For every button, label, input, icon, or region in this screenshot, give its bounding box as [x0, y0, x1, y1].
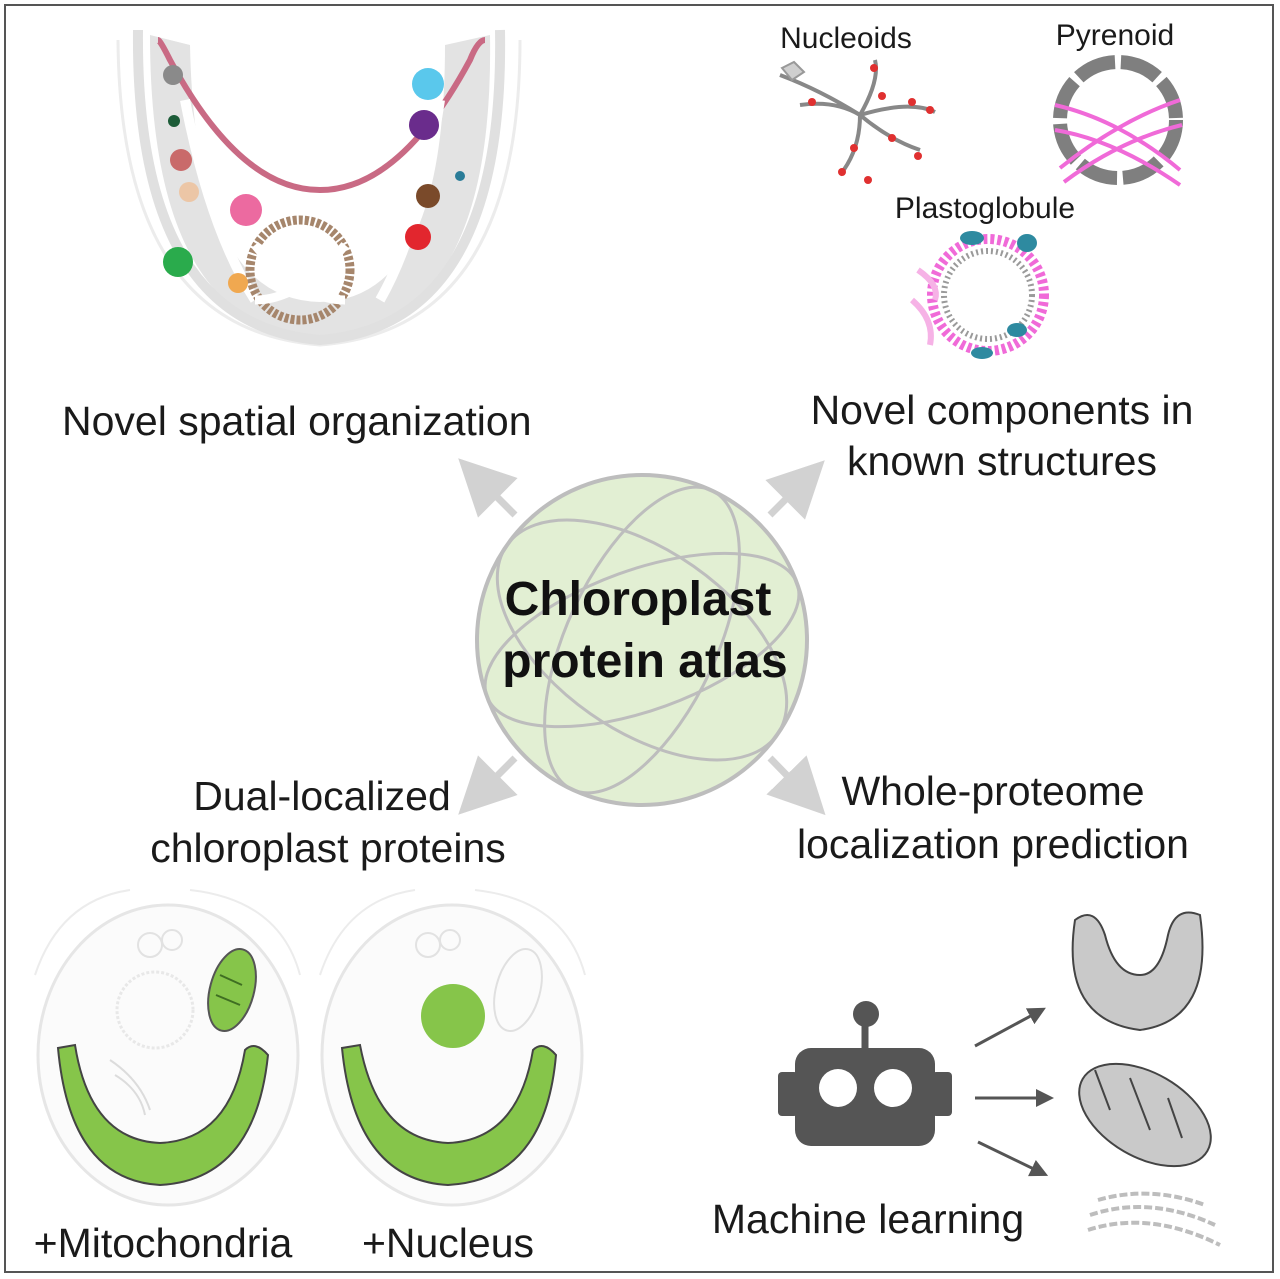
globe-illustration [475, 473, 809, 807]
plastoglobule-label: Plastoglobule [895, 192, 1075, 225]
predicted-chloroplast-icon [1071, 911, 1204, 1032]
pyrenoid-illustration [1053, 55, 1183, 187]
prediction-arrows [974, 1007, 1054, 1177]
novel-components-label-line1: Novel components in [811, 387, 1194, 433]
chloroplast-spatial-illustration [116, 29, 522, 347]
atlas-title-line2: protein atlas [502, 635, 787, 688]
dual-localized-label-line1: Dual-localized [193, 773, 451, 819]
mitochondria-cell-label: +Mitochondria [34, 1220, 293, 1266]
novel-components-label-line2: known structures [847, 438, 1157, 484]
plastoglobule-illustration [909, 231, 1049, 359]
arrows [458, 458, 826, 816]
pyrenoid-label: Pyrenoid [1056, 19, 1174, 52]
nucleus-cell-label: +Nucleus [362, 1220, 534, 1266]
whole-proteome-label-line1: Whole-proteome [841, 768, 1144, 814]
dual-localized-label-line2: chloroplast proteins [150, 825, 506, 871]
mitochondria-cell-illustration [34, 889, 301, 1207]
nucleoids-label: Nucleoids [780, 22, 912, 55]
predicted-mitochondrion-icon [1078, 1062, 1212, 1168]
predicted-er-icon [1087, 1191, 1221, 1247]
nucleoid-illustration [779, 59, 936, 184]
nucleus-cell-illustration [319, 889, 586, 1207]
whole-proteome-label-line2: localization prediction [797, 821, 1189, 867]
robot-icon [778, 1001, 952, 1146]
spatial-organization-label: Novel spatial organization [62, 398, 532, 444]
machine-learning-label: Machine learning [712, 1196, 1024, 1242]
atlas-title-line1: Chloroplast [505, 573, 772, 626]
figure-frame [4, 4, 1274, 1273]
